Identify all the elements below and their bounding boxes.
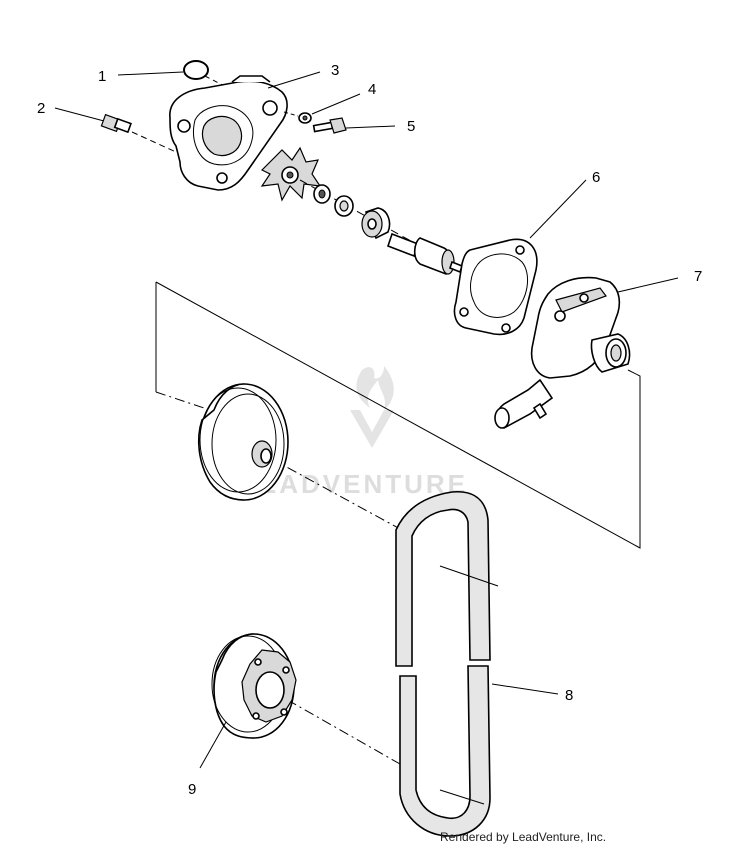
callout-2: 2	[37, 100, 45, 117]
callout-labels: 1 2 3 4 5 6 7 8 9	[37, 62, 702, 798]
callout-7: 7	[694, 268, 702, 285]
shaft-bearing-part	[386, 232, 463, 275]
upper-pulley-part	[197, 383, 289, 501]
impeller-part	[260, 146, 322, 202]
callout-5: 5	[407, 118, 415, 135]
fitting-part	[54, 107, 177, 153]
callout-8: 8	[565, 687, 573, 704]
gasket-part	[453, 179, 587, 336]
housing-cover-part	[169, 71, 321, 191]
belt-part	[395, 491, 559, 837]
callout-3: 3	[331, 62, 339, 79]
callout-4: 4	[368, 81, 376, 98]
washer-part	[283, 93, 361, 124]
pump-body-part	[494, 276, 679, 429]
lower-pulley-part	[199, 633, 297, 769]
shaft-seals-part	[299, 179, 461, 269]
callout-9: 9	[188, 781, 196, 798]
callout-6: 6	[592, 169, 600, 186]
callout-1: 1	[98, 68, 106, 85]
footer-credit: Rendered by LeadVenture, Inc.	[440, 830, 606, 844]
bolt-part	[312, 117, 396, 134]
